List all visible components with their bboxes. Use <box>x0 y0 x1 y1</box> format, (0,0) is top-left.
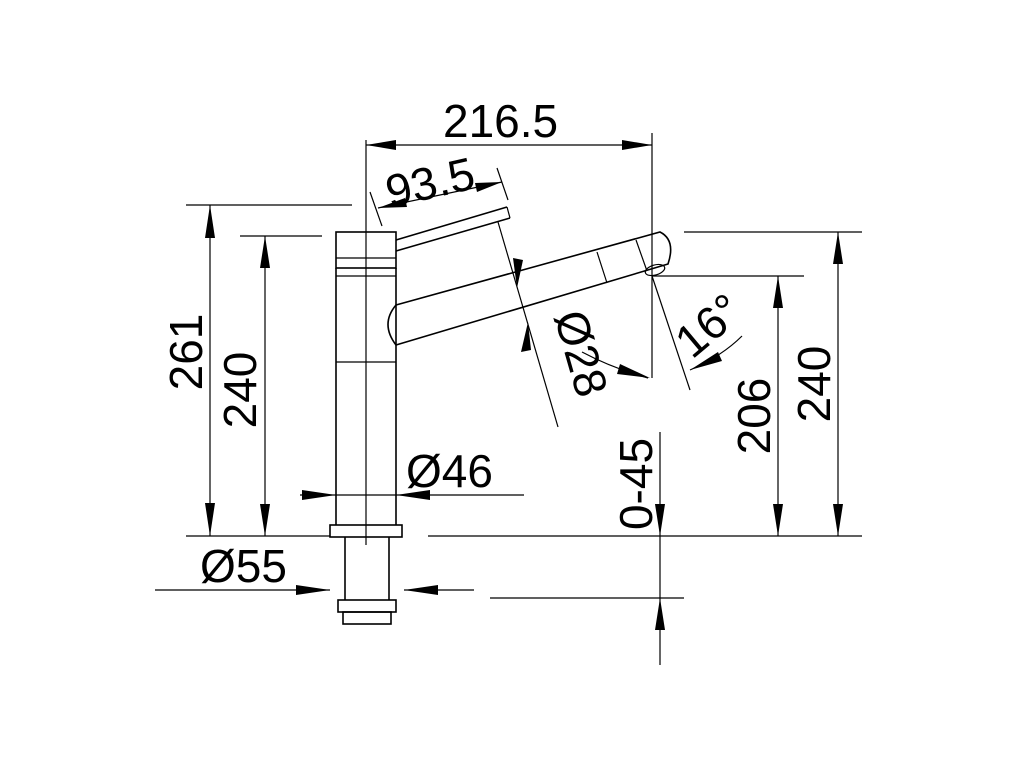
label-overall-length: 216.5 <box>443 95 558 147</box>
label-spout-height: 240 <box>788 346 840 423</box>
dim-body-height <box>260 236 270 536</box>
label-body-height: 240 <box>214 352 266 429</box>
dim-total-height <box>205 205 215 536</box>
label-deck-thickness: 0-45 <box>610 438 662 530</box>
label-spout-diameter: Ø28 <box>544 304 618 402</box>
label-total-height: 261 <box>160 314 212 391</box>
faucet-spout <box>387 231 672 346</box>
label-body-diameter: Ø46 <box>406 445 493 497</box>
dim-overall-length <box>366 140 652 150</box>
label-lever-length: 93.5 <box>381 147 480 218</box>
dim-lever-length <box>377 181 503 209</box>
label-outlet-height: 206 <box>728 378 780 455</box>
faucet-lever <box>395 206 511 252</box>
dim-deck-thickness <box>655 432 665 665</box>
dim-spout-angle <box>581 335 743 379</box>
dim-body-diameter <box>302 490 430 500</box>
dim-spout-diameter <box>513 258 531 352</box>
faucet-base <box>329 524 403 625</box>
faucet-body <box>335 140 397 545</box>
dim-spout-height <box>833 232 843 536</box>
label-base-diameter: Ø55 <box>200 540 287 592</box>
dim-outlet-height <box>773 276 783 536</box>
dim-base-diameter <box>296 585 438 595</box>
